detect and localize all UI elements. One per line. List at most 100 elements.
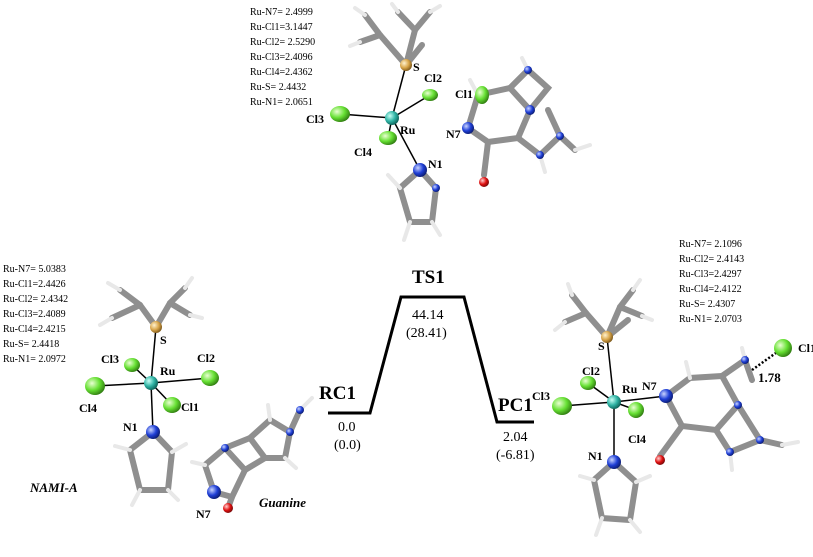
ts1-dmso-h [348,2,442,48]
pc1-energy-paren: (-6.81) [496,448,535,463]
ts1-molecule: S Cl2 Cl1 Cl3 Ru N7 Cl4 N1 [306,2,592,242]
rc1-atom-s [150,321,162,333]
pc1-hbond [751,348,781,372]
rc1-label-cl1: Cl1 [181,400,199,414]
pc1-dmso-bonds [562,287,645,340]
rc1-bond-list: Ru-N7= 5.0383 Ru-Cl1=2.4426 Ru-Cl2= 2.43… [3,264,68,365]
pc1-bond-4: Ru-Cl4=2.4122 [679,284,742,295]
rc1-label-s: S [160,333,167,347]
pc1-label-ru: Ru [622,382,638,396]
pc1-bond-2: Ru-Cl2= 2.4143 [679,254,744,265]
pc1-label-s: S [598,339,605,353]
ts1-label-s: S [413,60,420,74]
pc1-atom-o [655,455,665,465]
ts1-bond-1: Ru-N7= 2.4999 [250,7,313,18]
rc1-label-n1: N1 [123,420,138,434]
pc1-atom-s [601,331,613,343]
ts1-label-n1: N1 [428,157,443,171]
pc1-label-n7: N7 [642,379,657,393]
ts1-atom-ru [385,111,399,125]
rc1-bond-7: Ru-N1= 2.0972 [3,354,66,365]
pc1-energy: 2.04 [503,430,528,445]
rc1-caption-nami: NAMI-A [29,480,78,495]
ts1-bond-3: Ru-Cl2= 2.5290 [250,37,315,48]
pc1-atom-n-b [734,401,742,409]
rc1-bond-6: Ru-S= 2.4418 [3,339,59,350]
pc1-atom-labels: S Cl1 Cl2 Ru N7 Cl3 Cl4 N1 [532,339,813,463]
rc1-bond-4: Ru-Cl3=2.4089 [3,309,66,320]
pc1-atom-n1 [607,455,621,469]
ts1-atom-n-c [536,151,544,159]
rc1-bond-5: Ru-Cl4=2.4215 [3,324,66,335]
ts1-energy: 44.14 [412,308,444,323]
rc1-atom-n-c [296,406,304,414]
rc1-atom-n7 [207,485,221,499]
rc1-energy-paren: (0.0) [334,438,361,453]
ts1-atom-n-ring [432,184,440,192]
rc1-imidazole-h [113,442,188,507]
pc1-label-n1: N1 [588,449,603,463]
ts1-atom-labels: S Cl2 Cl1 Cl3 Ru N7 Cl4 N1 [306,60,473,171]
pc1-dmso-h [553,278,654,332]
ts1-bond-7: Ru-N1= 2.0651 [250,97,313,108]
ts1-atom-cl1 [475,86,489,104]
ts1-atom-cl2 [422,89,438,101]
rc1-bond-2: Ru-Cl1=2.4426 [3,279,66,290]
ts1-atom-n [525,105,535,115]
pc1-bond-6: Ru-N1= 2.0703 [679,314,742,325]
ts1-atom-cl3 [330,106,350,122]
pc1-atom-cl1 [774,339,792,357]
ts1-atom-s [400,59,412,71]
pc1-atom-n7 [659,389,673,403]
pc1-imidazole-h [578,474,652,537]
pc1-molecule: S Cl1 Cl2 Ru N7 Cl3 Cl4 N1 1.78 [532,278,813,537]
rc1-dmso-h [98,276,204,327]
pc1-label: PC1 [498,395,533,416]
ts1-bond-5: Ru-Cl4=2.4362 [250,67,313,78]
rc1-label-n7: N7 [196,507,211,521]
rc1-atom-n-a [221,444,229,452]
rc1-label-cl4: Cl4 [79,401,97,415]
rc1-bond-3: Ru-Cl2= 2.4342 [3,294,68,305]
ts1-atom-n7 [462,122,474,134]
pc1-label-cl3: Cl3 [532,389,550,403]
ts1-atom-n1 [413,163,427,177]
rc1-bond-1: Ru-N7= 5.0383 [3,264,66,275]
rc1-atom-cl3 [124,358,140,372]
ts1-label-cl3: Cl3 [306,112,324,126]
pc1-hbond-length: 1.78 [758,370,781,385]
energy-profile [328,295,534,424]
ts1-imidazole-bonds [396,167,440,225]
rc1-atom-cl2 [201,370,219,386]
rc1-caption-guanine: Guanine [259,495,306,510]
rc1-atom-o [223,503,233,513]
ts1-bond-list: Ru-N7= 2.4999 Ru-Cl1=3.1447 Ru-Cl2= 2.52… [250,7,315,108]
ts1-atom-n-b [524,66,532,74]
ts1-atom-cl4 [379,131,397,145]
rc1-atom-n-b [286,428,294,436]
ts1-energy-paren: (28.41) [406,326,447,341]
ts1-bond-4: Ru-Cl3=2.4096 [250,52,313,63]
pc1-atom-cl3 [552,397,572,415]
rc1-atom-cl1 [163,397,181,413]
ts1-bond-6: Ru-S= 2.4432 [250,82,306,93]
rc1-atom-labels: S Cl3 Ru Cl2 Cl4 Cl1 N1 N7 [79,333,215,521]
rc1-label-cl3: Cl3 [101,352,119,366]
profile-path [328,295,534,424]
rc1-molecule: S Cl3 Ru Cl2 Cl4 Cl1 N1 N7 NAMI-A Guanin… [29,276,314,521]
rc1-imidazole-bonds [126,429,176,493]
pc1-label-cl1: Cl1 [798,341,813,355]
pc1-bond-5: Ru-S= 2.4307 [679,299,735,310]
ts1-atom-n-d [556,132,564,140]
pc1-atom-n-a [741,356,749,364]
pc1-imidazole-bonds [590,459,640,524]
pc1-label-cl4: Cl4 [628,432,646,446]
rc1-atom-n1 [146,425,160,439]
ts1-label-cl4: Cl4 [354,145,372,159]
pc1-atom-cl4 [628,402,644,418]
ts1-imidazole-h [386,173,442,242]
rc1-atom-ru [144,376,158,390]
ts1-atom-o [479,177,489,187]
